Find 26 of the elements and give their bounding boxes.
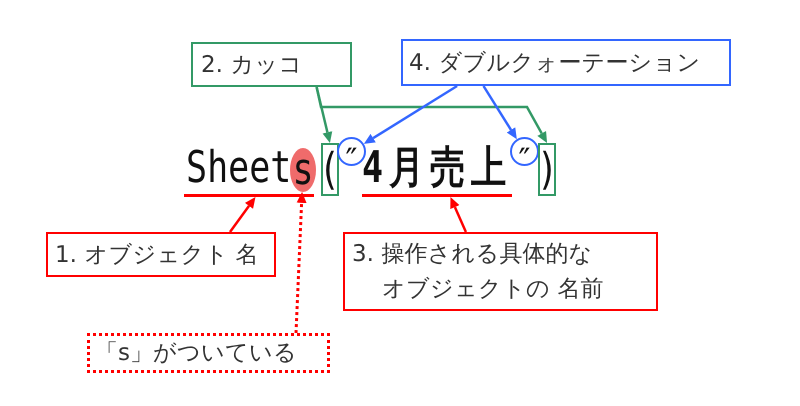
callout-text: 4. ダブルクォーテーション: [409, 48, 700, 78]
arrow: [450, 197, 468, 232]
callout-text: 2. カッコ: [201, 50, 302, 80]
quote-mark: ″: [346, 140, 358, 164]
bracket-frame: [538, 143, 556, 196]
arrow: [364, 84, 458, 144]
callout-box: [401, 39, 731, 86]
arrow: [229, 197, 256, 233]
code-text: Sheet: [186, 148, 292, 188]
arrow: [315, 86, 548, 143]
callout-box: [46, 232, 276, 277]
callout-text: 「s」がついている: [95, 339, 297, 368]
bracket-frame: [321, 143, 339, 196]
callout-box: [191, 42, 352, 87]
code-text: ): [540, 150, 554, 190]
callout-box: [343, 232, 658, 311]
underline-bar: [362, 194, 512, 197]
quote-mark: ″: [518, 140, 530, 164]
callout-text: 3. 操作される具体的なオブジェクトの 名前: [352, 240, 604, 304]
code-text: (: [323, 150, 337, 190]
callout-text: 1. オブジェクト 名: [55, 240, 259, 270]
arrow: [482, 85, 517, 140]
dotted-arrow: [294, 192, 307, 334]
underline-bar: [184, 194, 314, 197]
dotted-callout-box: [87, 333, 330, 373]
code-text: s: [292, 150, 314, 190]
